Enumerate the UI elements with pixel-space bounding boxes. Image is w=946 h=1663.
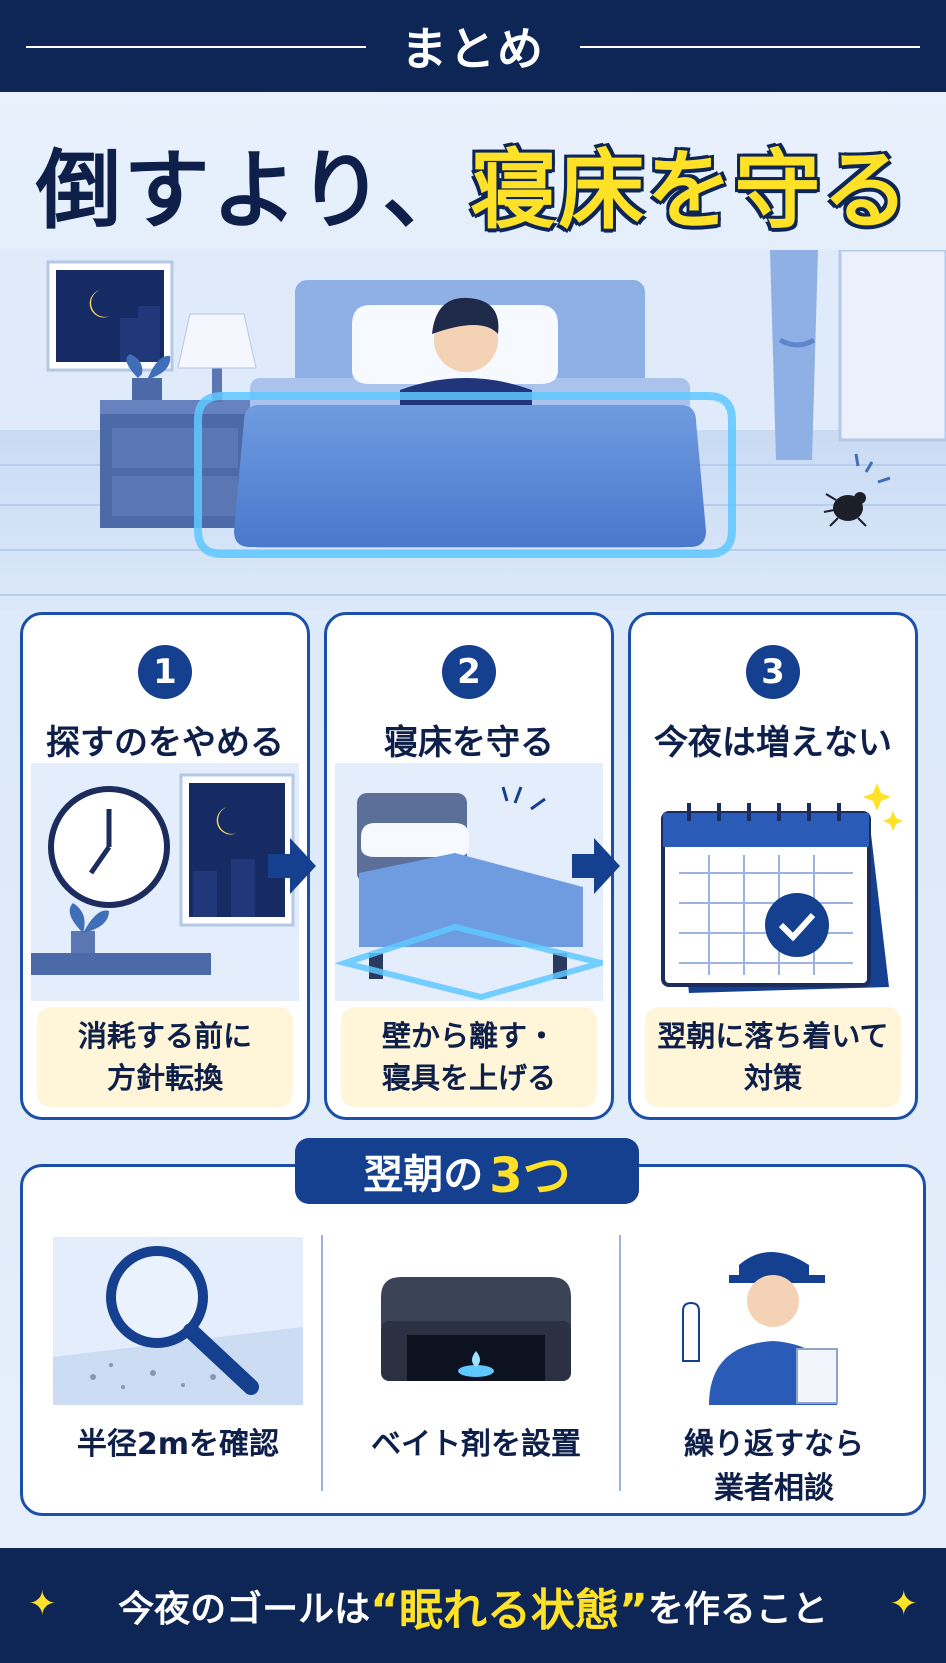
step-note: 翌朝に落ち着いて 対策 [645, 1007, 901, 1107]
raised-bed-illustration [335, 763, 603, 1001]
arrow-right-icon [268, 838, 316, 894]
bedroom-illustration [0, 250, 946, 610]
step-note-line2: 寝具を上げる [381, 1061, 556, 1095]
headline: 倒すより、 寝床を守る [0, 112, 946, 252]
banner-rule-left [26, 46, 366, 48]
morning-item-caption: 繰り返すなら 業者相談 [629, 1423, 919, 1510]
magnifier-icon [53, 1237, 303, 1405]
step-title: 寝床を守る [384, 723, 554, 763]
column-divider [321, 1235, 323, 1491]
step-note-line2: 対策 [743, 1061, 802, 1095]
morning-item-line1: 半径2mを確認 [76, 1427, 280, 1462]
next-morning-badge: 翌朝の 3つ [295, 1138, 639, 1204]
bed [194, 280, 736, 558]
pest-control-worker-icon [682, 1252, 838, 1405]
morning-item-line2: 業者相談 [714, 1470, 834, 1506]
step-card-1: 1 探すのをやめる 消耗する前に 方針転換 [20, 612, 310, 1120]
morning-item-line1: ベイト剤を設置 [371, 1427, 581, 1462]
curtain [770, 250, 946, 460]
headline-part1: 倒すより、 [35, 140, 471, 241]
clock-and-window-illustration [31, 763, 299, 1001]
step-card-3: 3 今夜は増えない 翌朝に落ち着いて 対策 [628, 612, 918, 1120]
next-morning-panel: 半径2mを確認 ベイト剤を設置 繰り返すなら 業者相談 [20, 1164, 926, 1516]
arrow-right-icon [572, 838, 620, 894]
step-note-line1: 消耗する前に [77, 1018, 252, 1053]
badge-number: 3つ [489, 1148, 571, 1204]
sparkle-icon: ✦ [28, 1584, 57, 1624]
morning-item-caption: 半径2mを確認 [33, 1423, 323, 1467]
bottom-banner: ✦ 今夜のゴールは “眠れる状態” を作ること ✦ [0, 1548, 946, 1663]
step-title: 探すのをやめる [46, 723, 284, 763]
step-note-line1: 翌朝に落ち着いて [657, 1018, 889, 1053]
morning-item-1: 半径2mを確認 [33, 1227, 323, 1507]
morning-item-3: 繰り返すなら 業者相談 [629, 1227, 919, 1507]
step-note-line2: 方針転換 [106, 1061, 223, 1095]
bug-icon [823, 453, 891, 527]
step-note: 消耗する前に 方針転換 [37, 1007, 293, 1107]
morning-item-2: ベイト剤を設置 [331, 1227, 621, 1507]
step-note-line1: 壁から離す・ [381, 1018, 556, 1053]
step-number: 3 [746, 645, 800, 699]
step-note: 壁から離す・ 寝具を上げる [341, 1007, 597, 1107]
footer-highlight: “眠れる状態” [370, 1584, 648, 1636]
banner-label: まとめ [401, 22, 545, 76]
calendar-check-illustration [661, 783, 903, 993]
badge-text: 翌朝の [363, 1152, 484, 1198]
headline-part2: 寝床を守る [470, 140, 911, 241]
step-card-2: 2 寝床を守る 壁から離す・ 寝具を上げる [324, 612, 614, 1120]
sparkle-icon: ✦ [889, 1584, 919, 1624]
footer-suffix: を作ること [647, 1588, 828, 1630]
check-icon [765, 893, 829, 957]
morning-item-line1: 繰り返すなら [684, 1427, 864, 1462]
top-banner: まとめ [0, 0, 946, 92]
clock-icon [48, 786, 170, 908]
wall-picture-night [46, 260, 174, 372]
step-title: 今夜は増えない [654, 723, 892, 763]
morning-item-caption: ベイト剤を設置 [331, 1423, 621, 1467]
column-divider [619, 1235, 621, 1491]
footer-prefix: 今夜のゴールは [118, 1588, 371, 1630]
bait-station-icon [381, 1277, 571, 1381]
step-number: 2 [442, 645, 496, 699]
nightstand [100, 313, 257, 528]
step-number: 1 [138, 645, 192, 699]
banner-rule-right [580, 46, 920, 48]
